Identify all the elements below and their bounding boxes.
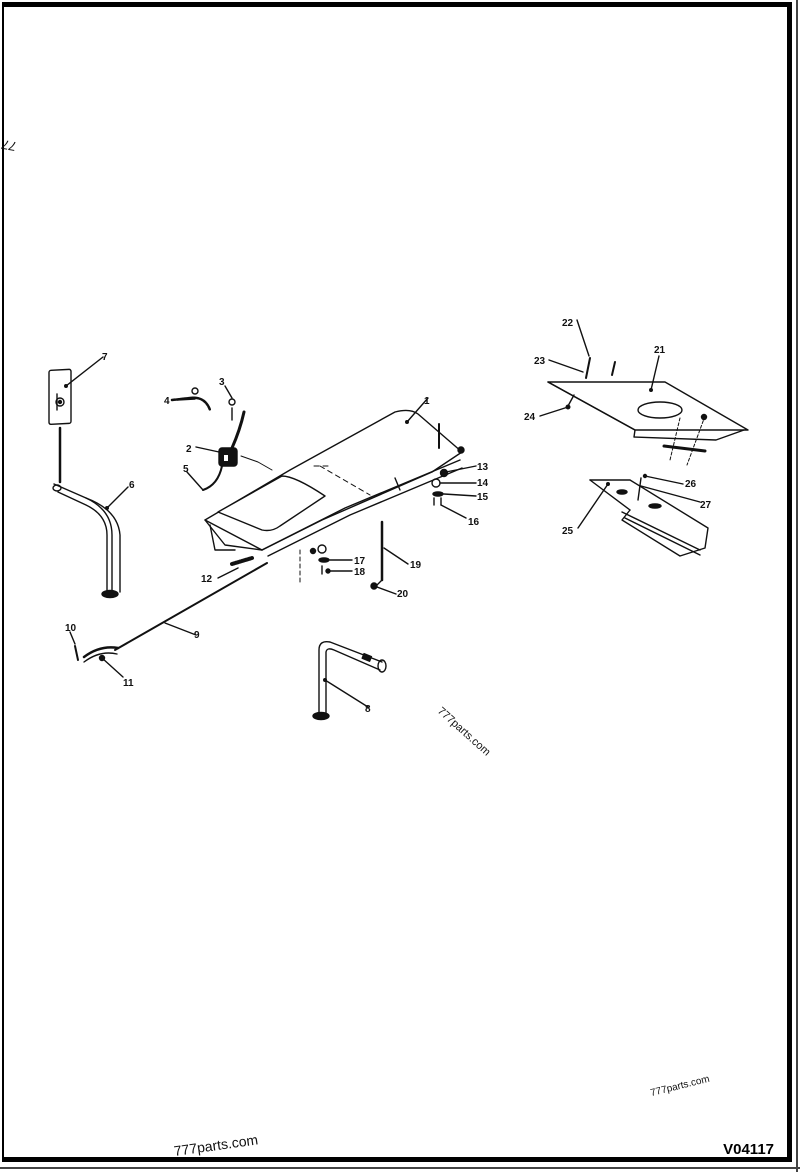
parts-13-16-hardware [431,465,477,519]
callout-2: 2 [186,444,192,455]
drawing-id-label: V04117 [723,1141,774,1158]
callout-27: 27 [700,500,712,511]
callout-18: 18 [354,567,366,578]
callout-12: 12 [201,574,213,585]
callout-19: 19 [410,560,422,571]
callout-25: 25 [562,526,574,537]
frame-shadow-right [796,0,798,1172]
callout-13: 13 [477,462,489,473]
callout-7: 7 [102,352,108,363]
part-19-rod [370,520,409,595]
part-25-mounting-bracket [577,473,709,557]
callout-10: 10 [65,623,77,634]
part-21-top-plate [539,319,749,466]
part-2-switch-assembly [170,385,273,491]
callout-3: 3 [219,377,225,388]
frame-shadow-bottom [0,1167,800,1169]
callout-17: 17 [354,556,366,567]
parts-17-18-hardware [309,544,353,575]
callout-22: 22 [562,318,574,329]
callout-23: 23 [534,356,546,367]
part-1-canopy [204,397,465,586]
part-8-support-post [312,640,387,721]
callout-16: 16 [468,517,480,528]
callout-labels: 1 2 3 4 5 6 7 8 9 10 11 12 13 14 15 16 1… [65,318,712,715]
callout-11: 11 [123,678,134,689]
callout-1: 1 [424,396,430,407]
callout-24: 24 [524,412,536,423]
callout-6: 6 [129,480,135,491]
callout-26: 26 [685,479,697,490]
callout-9: 9 [194,630,200,641]
part-6-support-post [52,483,129,599]
callout-15: 15 [477,492,489,503]
callout-20: 20 [397,589,409,600]
callout-4: 4 [164,396,170,407]
drawing-frame [2,2,792,1162]
callout-14: 14 [477,478,489,489]
part-9-cable [69,556,268,678]
watermark-edge-fragment: 77 [0,136,18,155]
callout-21: 21 [654,345,666,356]
part-7-mounting-plate [48,356,104,484]
callout-5: 5 [183,464,189,475]
callout-8: 8 [365,704,371,715]
